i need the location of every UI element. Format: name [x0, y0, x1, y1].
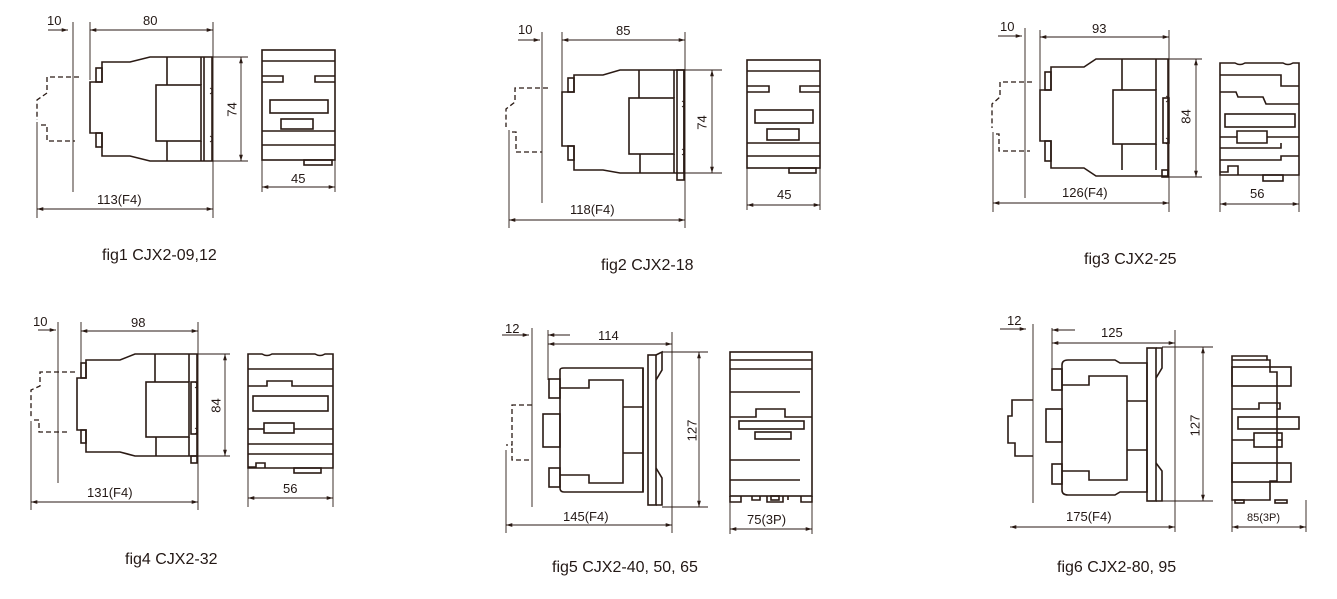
fig4-rail-offset-label: 10 [33, 314, 48, 329]
fig6-height-label: 127 [1187, 414, 1203, 437]
fig4-caption: fig4 CJX2-32 [125, 551, 218, 568]
fig2-caption: fig2 CJX2-18 [601, 257, 694, 274]
fig6-body-depth-label: 125 [1101, 325, 1123, 340]
fig3-caption: fig3 CJX2-25 [1084, 251, 1177, 268]
fig6-rail-offset-label: 12 [1007, 313, 1022, 328]
fig6-width-label: 85(3P) [1247, 512, 1281, 524]
fig3-rail-offset-label: 10 [1000, 19, 1015, 34]
fig5-width-label: 75(3P) [747, 512, 787, 527]
fig5-caption: fig5 CJX2-40, 50, 65 [552, 559, 698, 576]
fig2-width-label: 45 [777, 187, 792, 202]
fig5-body-depth-label: 114 [598, 328, 619, 343]
figure-3: 10 93 84 126(F4) 56 fig3 CJX2-25 [970, 0, 1337, 290]
fig5-drawing [502, 328, 813, 534]
fig4-total-depth-label: 131(F4) [87, 485, 133, 500]
fig4-width-label: 56 [283, 481, 298, 496]
fig3-width-label: 56 [1250, 186, 1265, 201]
fig1-total-depth-label: 113(F4) [97, 192, 142, 207]
fig1-body-depth-label: 80 [143, 13, 158, 28]
figure-4: 10 98 84 131(F4) 56 fig4 CJX2-32 [0, 300, 360, 590]
fig5-total-depth-label: 145(F4) [563, 509, 609, 524]
fig3-total-depth-label: 126(F4) [1062, 185, 1108, 200]
fig4-body-depth-label: 98 [131, 315, 146, 330]
fig3-drawing [991, 28, 1300, 212]
fig1-rail-offset-label: 10 [47, 13, 62, 28]
fig1-caption: fig1 CJX2-09,12 [102, 247, 217, 264]
figure-1: 10 80 74 113(F4) 45 fig1 CJX2-09,12 [0, 0, 360, 280]
fig2-height-label: 74 [694, 115, 710, 130]
fig6-caption: fig6 CJX2-80, 95 [1057, 559, 1177, 576]
fig5-height-label: 127 [684, 419, 700, 442]
figure-6: 12 125 127 175(F4) 85(3P) fig6 CJX2-80, … [970, 300, 1337, 599]
fig2-drawing [505, 32, 821, 228]
figure-5: 12 114 127 145(F4) 75(3P) fig5 CJX2-40, … [490, 300, 850, 599]
figure-2: 10 85 74 118(F4) 45 fig2 CJX2-18 [490, 10, 850, 290]
fig6-total-depth-label: 175(F4) [1066, 509, 1112, 524]
fig2-rail-offset-label: 10 [518, 22, 533, 37]
fig1-width-label: 45 [291, 171, 306, 186]
fig3-body-depth-label: 93 [1092, 21, 1107, 36]
fig6-drawing [1000, 324, 1307, 532]
fig2-total-depth-label: 118(F4) [570, 202, 615, 217]
fig2-body-depth-label: 85 [616, 23, 631, 38]
fig5-rail-offset-label: 12 [505, 321, 520, 336]
fig4-drawing [30, 322, 334, 510]
fig3-height-label: 84 [1178, 109, 1194, 124]
fig4-height-label: 84 [208, 398, 224, 413]
fig1-drawing [36, 22, 336, 218]
fig1-height-label: 74 [224, 102, 240, 117]
